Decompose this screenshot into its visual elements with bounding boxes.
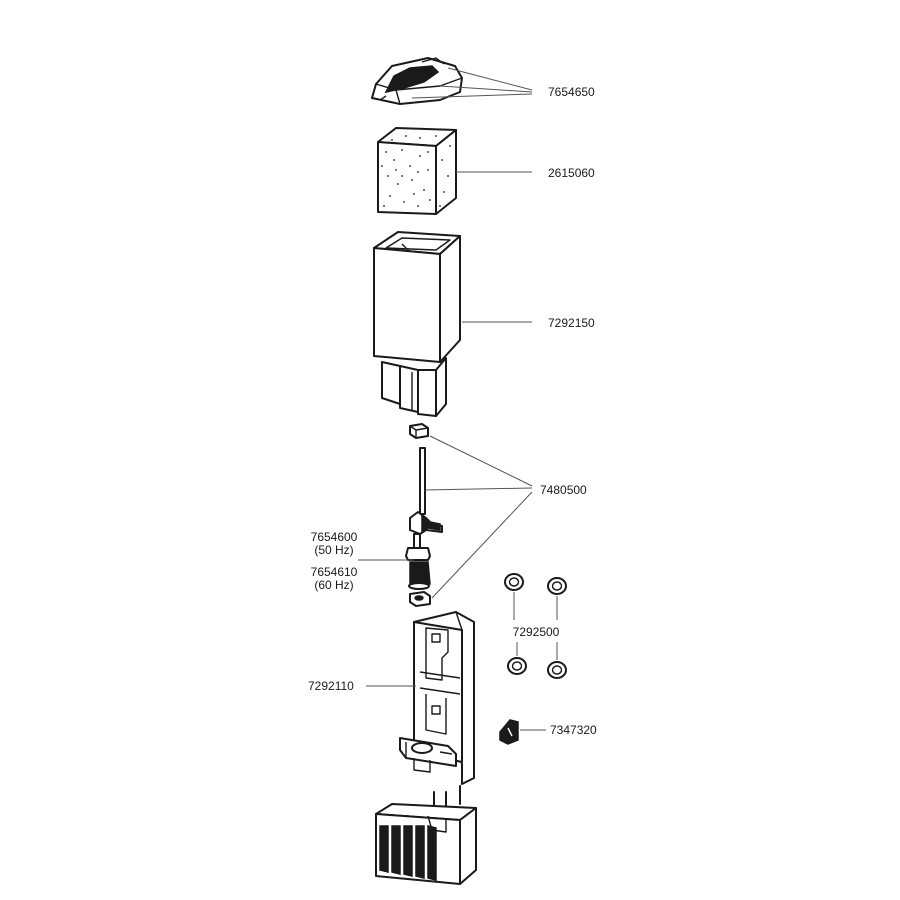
leader-lines xyxy=(358,67,558,731)
label-shaft-set: 7480500 xyxy=(540,483,587,497)
label-lid: 7654650 xyxy=(548,85,595,99)
bearing-top-part xyxy=(409,423,429,439)
label-pump-body: 7292110 xyxy=(308,679,354,693)
bearing-bottom-part xyxy=(409,591,431,607)
clip-part xyxy=(499,719,519,745)
rubber-foot-3 xyxy=(507,657,527,675)
rubber-foot-4 xyxy=(547,661,567,679)
shaft-part xyxy=(419,447,426,515)
filter-sponge-part xyxy=(377,127,457,215)
label-rubber-feet: 7292500 xyxy=(513,625,560,639)
filter-housing-part xyxy=(373,231,461,417)
rubber-foot-1 xyxy=(504,573,524,591)
label-housing: 7292150 xyxy=(548,316,595,330)
rotor-part xyxy=(405,511,443,590)
label-sponge: 2615060 xyxy=(548,166,595,180)
lid-part xyxy=(371,57,463,105)
label-rotor-60: 7654610 xyxy=(311,565,358,579)
intake-basket-part xyxy=(375,785,477,885)
label-clip: 7347320 xyxy=(550,723,597,737)
label-rotor-60-freq: (60 Hz) xyxy=(314,578,353,592)
pump-body-part xyxy=(399,611,475,785)
label-rotor-50-freq: (50 Hz) xyxy=(314,543,353,557)
label-rotor-50: 7654600 xyxy=(311,530,358,544)
sponge-texture xyxy=(381,135,451,207)
rubber-foot-2 xyxy=(547,577,567,595)
